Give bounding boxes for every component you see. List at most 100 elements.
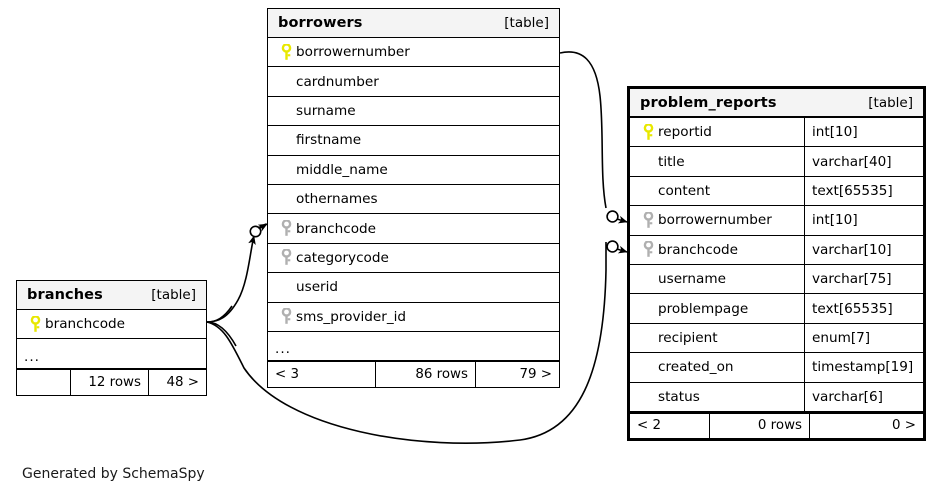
foreign-key-icon <box>276 308 296 325</box>
column-type: timestamp[19] <box>812 359 914 376</box>
column-cell: sms_provider_id <box>268 303 559 331</box>
foreign-key-icon <box>276 249 296 266</box>
table-borrowers[interactable]: borrowers [table] borrowernumber cardnum… <box>267 8 560 389</box>
table-problem-reports[interactable]: problem_reports [table] reportid int[10] <box>627 86 926 441</box>
table-row[interactable]: othernames <box>268 185 559 215</box>
column-name: content <box>658 182 711 199</box>
type-cell: text[65535] <box>804 176 923 206</box>
type-cell: varchar[75] <box>804 264 923 294</box>
table-row[interactable]: recipient enum[7] <box>630 323 923 354</box>
table-row[interactable]: branchcode <box>268 214 559 244</box>
column-name: username <box>658 271 726 288</box>
column-name: categorycode <box>296 249 389 266</box>
table-row[interactable]: problempage text[65535] <box>630 294 923 324</box>
footer-row-count: 0 rows <box>710 413 810 438</box>
table-branches-header: branches [table] <box>17 281 206 310</box>
table-row[interactable]: title varchar[40] <box>630 147 923 177</box>
table-branches[interactable]: branches [table] branchcode ... <box>16 280 207 396</box>
table-row[interactable]: reportid int[10] <box>630 118 923 148</box>
table-borrowers-footer: < 3 86 rows 79 > <box>268 361 559 388</box>
table-problem-reports-header: problem_reports [table] <box>630 89 923 118</box>
column-name: middle_name <box>296 161 388 178</box>
footer-next-count[interactable]: 79 > <box>519 367 552 383</box>
column-cell: created_on <box>630 353 804 381</box>
column-cell: userid <box>268 273 559 301</box>
column-cell: cardnumber <box>268 67 559 95</box>
table-row[interactable]: branchcode <box>17 310 206 340</box>
table-row[interactable]: branchcode varchar[10] <box>630 235 923 265</box>
footer-next-count[interactable]: 48 > <box>166 374 199 390</box>
table-more-columns-row: ... <box>17 339 206 369</box>
column-name: surname <box>296 102 356 119</box>
column-cell: firstname <box>268 126 559 154</box>
column-type: text[65535] <box>812 182 893 199</box>
column-name: borrowernumber <box>296 44 410 61</box>
table-row[interactable]: created_on timestamp[19] <box>630 353 923 383</box>
table-row[interactable]: cardnumber <box>268 67 559 97</box>
column-type: int[10] <box>812 212 858 229</box>
column-type: varchar[6] <box>812 388 883 405</box>
table-branches-tag: [table] <box>151 287 196 303</box>
column-cell: reportid <box>630 118 804 146</box>
column-cell: branchcode <box>268 214 559 242</box>
column-name: created_on <box>658 359 734 376</box>
column-name: branchcode <box>296 220 377 237</box>
table-borrowers-tag: [table] <box>504 15 549 31</box>
table-problem-reports-tag: [table] <box>868 94 913 111</box>
edge-branches-to-borrowers <box>206 223 267 347</box>
column-name: cardnumber <box>296 73 379 90</box>
column-name: status <box>658 388 700 405</box>
column-name: title <box>658 153 685 170</box>
table-row[interactable]: content text[65535] <box>630 176 923 207</box>
type-cell: int[10] <box>804 118 923 147</box>
column-name: othernames <box>296 191 378 208</box>
type-cell: varchar[40] <box>804 147 923 176</box>
column-cell: branchcode <box>17 310 206 338</box>
edge-arrow-borrowers-branchcode <box>257 223 268 232</box>
table-problem-reports-footer: < 2 0 rows 0 > <box>630 411 923 438</box>
column-cell: othernames <box>268 185 559 213</box>
column-cell: title <box>630 147 804 175</box>
column-name: userid <box>296 279 339 296</box>
table-problem-reports-name: problem_reports <box>640 94 777 111</box>
column-cell: middle_name <box>268 156 559 184</box>
type-cell: varchar[10] <box>804 235 923 264</box>
column-type: int[10] <box>812 124 858 141</box>
column-cell: borrowernumber <box>268 38 559 66</box>
table-borrowers-header: borrowers [table] <box>268 9 559 38</box>
table-row[interactable]: sms_provider_id <box>268 303 559 332</box>
column-cell: content <box>630 177 804 205</box>
foreign-key-icon <box>638 241 658 258</box>
footer-prev-count[interactable] <box>17 369 71 395</box>
column-name: recipient <box>658 329 718 346</box>
footer-prev-count[interactable]: < 2 <box>630 413 710 438</box>
table-row[interactable]: middle_name <box>268 156 559 185</box>
column-cell: status <box>630 383 804 411</box>
edge-borrowers-to-problem-reports <box>559 51 628 224</box>
type-cell: varchar[6] <box>804 382 923 411</box>
type-cell: text[65535] <box>804 294 923 323</box>
table-row[interactable]: username varchar[75] <box>630 264 923 295</box>
column-name: problempage <box>658 300 749 317</box>
table-row[interactable]: surname <box>268 97 559 127</box>
table-row[interactable]: borrowernumber <box>268 38 559 68</box>
table-row[interactable]: borrowernumber int[10] <box>630 206 923 236</box>
primary-key-icon <box>25 315 45 333</box>
table-row[interactable]: categorycode <box>268 244 559 274</box>
footer-prev-count[interactable]: < 3 <box>268 362 376 388</box>
table-more-columns-row: ... <box>268 332 559 362</box>
footer-next-count[interactable]: 0 > <box>892 418 916 434</box>
footer-row-count: 86 rows <box>376 362 476 388</box>
table-branches-name: branches <box>27 287 103 303</box>
foreign-key-icon <box>638 211 658 229</box>
table-row[interactable]: userid <box>268 273 559 303</box>
column-cell: username <box>630 265 804 293</box>
ellipsis-label: ... <box>275 341 291 358</box>
column-name: firstname <box>296 132 362 149</box>
column-cell: borrowernumber <box>630 206 804 234</box>
table-row[interactable]: firstname <box>268 126 559 156</box>
table-row[interactable]: status varchar[6] <box>630 382 923 412</box>
generated-by-credit: Generated by SchemaSpy <box>22 466 205 482</box>
ellipsis-label: ... <box>24 348 40 365</box>
